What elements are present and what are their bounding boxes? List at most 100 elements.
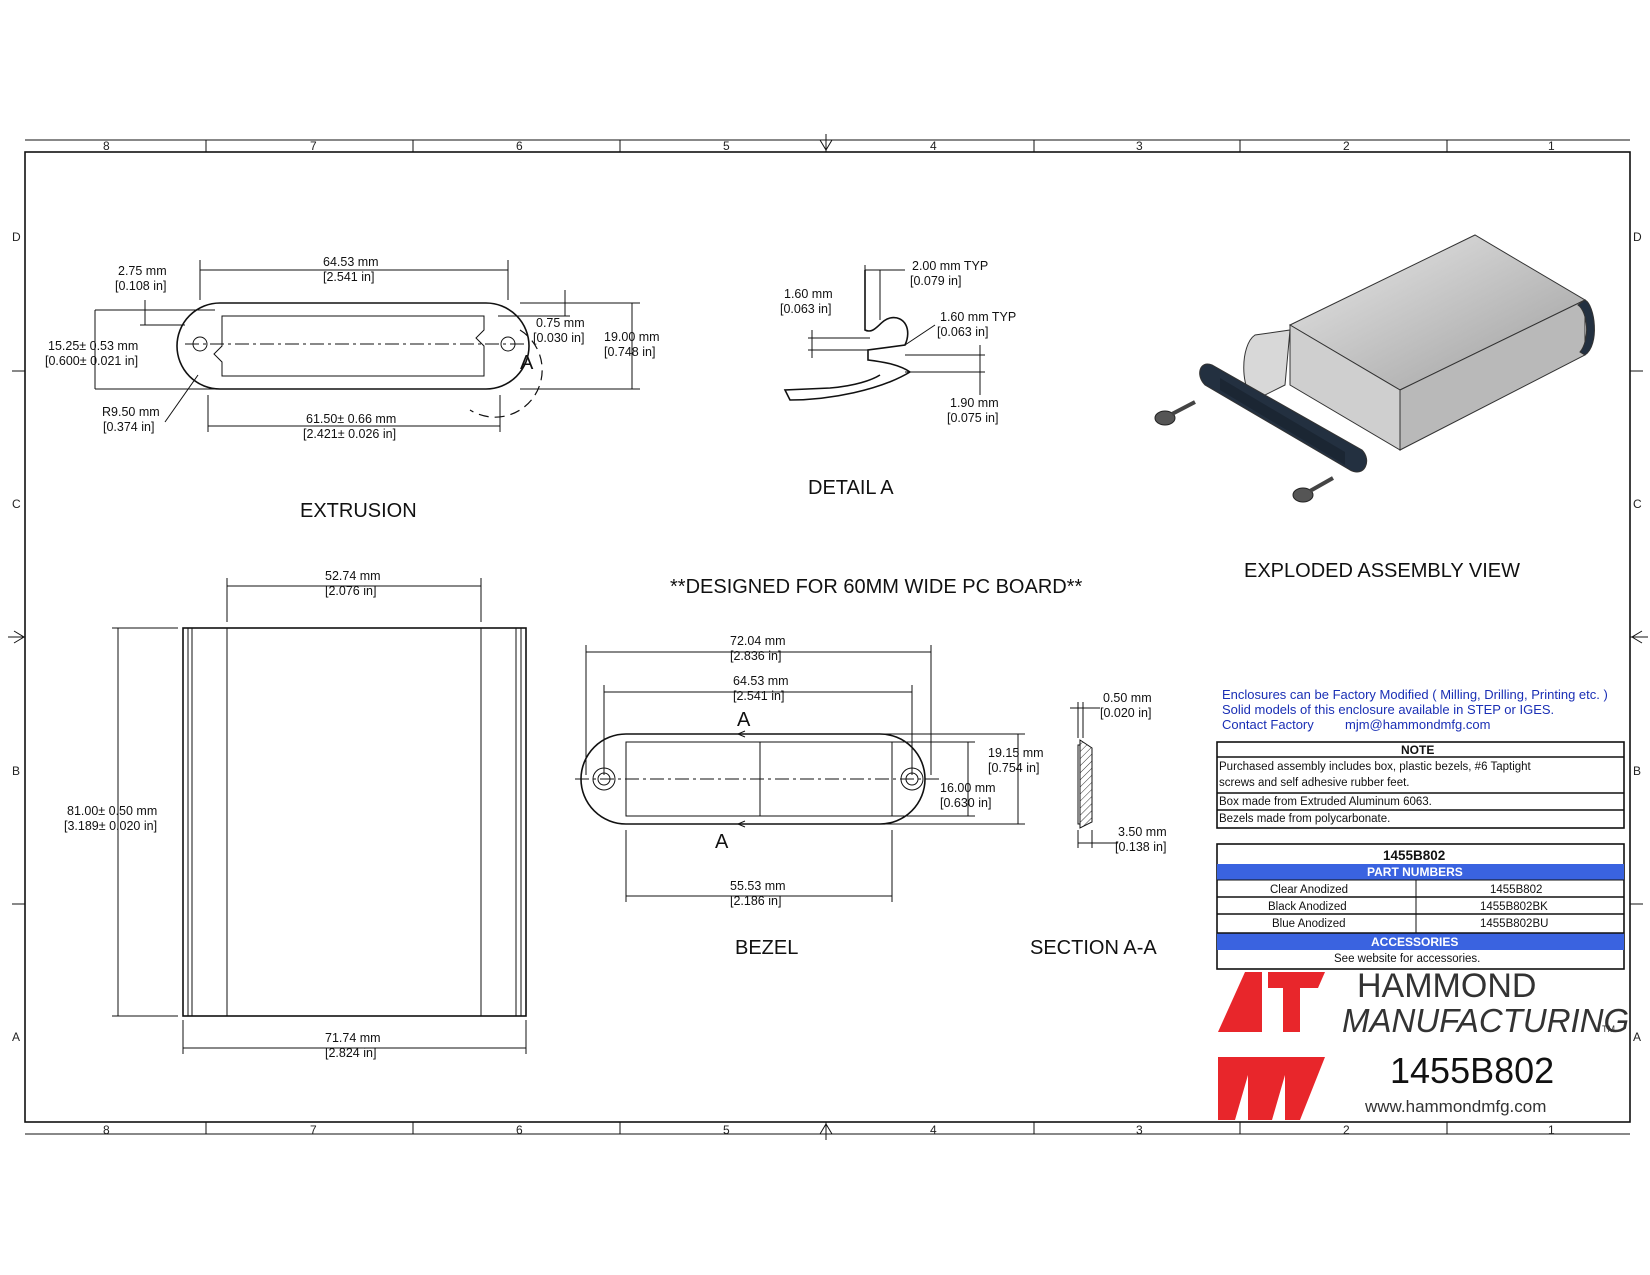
info-block: Enclosures can be Factory Modified ( Mil… bbox=[1222, 687, 1608, 732]
parts-row-3-part: 1455B802BU bbox=[1480, 918, 1548, 930]
bezel-bottom-in: [2.186 in] bbox=[730, 894, 781, 908]
detail-a-d1-in: [0.079 in] bbox=[910, 274, 961, 288]
detail-a-title: DETAIL A bbox=[808, 477, 894, 499]
bezel-inner-in: [2.541 in] bbox=[733, 689, 784, 703]
extrusion-height-mm: 15.25± 0.53 mm bbox=[48, 339, 138, 353]
part-numbers-bar bbox=[1217, 864, 1624, 880]
zone-row-b: B bbox=[12, 764, 20, 778]
top-view-height-in: [3.189± 0.020 in] bbox=[64, 819, 157, 833]
design-banner: **DESIGNED FOR 60MM WIDE PC BOARD** bbox=[670, 576, 1083, 598]
top-view-height-mm: 81.00± 0.50 mm bbox=[67, 804, 157, 818]
parts-row-2-finish: Black Anodized bbox=[1268, 901, 1347, 913]
info-contact-label: Contact Factory bbox=[1222, 717, 1314, 732]
zone-row-b-right: B bbox=[1633, 764, 1641, 778]
brand-part-number: 1455B802 bbox=[1390, 1050, 1554, 1091]
zone-col-4: 4 bbox=[930, 139, 937, 153]
note-table: NOTE Purchased assembly includes box, pl… bbox=[1216, 741, 1625, 829]
info-contact-email: mjm@hammondmfg.com bbox=[1345, 717, 1490, 732]
bezel-bottom-mm: 55.53 mm bbox=[730, 879, 786, 893]
parts-row-2-part: 1455B802BK bbox=[1480, 901, 1548, 913]
zone-col-5-bottom: 5 bbox=[723, 1123, 730, 1137]
info-modified-text: Enclosures can be Factory Modified ( Mil… bbox=[1222, 687, 1608, 702]
note-row-3: Box made from Extruded Aluminum 6063. bbox=[1219, 796, 1432, 808]
parts-row-1-finish: Clear Anodized bbox=[1270, 884, 1348, 896]
brand-line1: HAMMOND bbox=[1357, 967, 1536, 1005]
zone-col-7-bottom: 7 bbox=[310, 1123, 317, 1137]
zone-col-7: 7 bbox=[310, 139, 317, 153]
bezel-view: A A 72.04 mm [2.836 in] 64.53 mm [2.541 … bbox=[575, 634, 1044, 959]
extrusion-bottom-mm: 61.50± 0.66 mm bbox=[306, 412, 396, 426]
zone-col-3: 3 bbox=[1136, 139, 1143, 153]
extrusion-radius-in: [0.374 in] bbox=[103, 420, 154, 434]
zone-col-6-bottom: 6 bbox=[516, 1123, 523, 1137]
zone-col-6: 6 bbox=[516, 139, 523, 153]
bezel-outer-mm: 72.04 mm bbox=[730, 634, 786, 648]
zone-row-c-right: C bbox=[1633, 497, 1642, 511]
zone-row-d: D bbox=[12, 230, 21, 244]
hammond-logo bbox=[1218, 972, 1325, 1120]
accessories-text: See website for accessories. bbox=[1334, 953, 1480, 965]
accessories-header: ACCESSORIES bbox=[1371, 935, 1458, 949]
sheet-border bbox=[8, 134, 1648, 1140]
extrusion-slot-mm: 0.75 mm bbox=[536, 316, 585, 330]
detail-a-d4-mm: 1.90 mm bbox=[950, 396, 999, 410]
extrusion-bottom-in: [2.421± 0.026 in] bbox=[303, 427, 396, 441]
bezel-section-marker-top: A bbox=[737, 709, 751, 731]
note-row-2: screws and self adhesive rubber feet. bbox=[1219, 777, 1410, 789]
zone-col-3-bottom: 3 bbox=[1136, 1123, 1143, 1137]
detail-a-d2-mm: 1.60 mm bbox=[784, 287, 833, 301]
parts-title: 1455B802 bbox=[1383, 848, 1445, 863]
extrusion-corner-mm: 2.75 mm bbox=[118, 264, 167, 278]
zone-col-8: 8 bbox=[103, 139, 110, 153]
section-aa-depth-mm: 3.50 mm bbox=[1118, 825, 1167, 839]
extrusion-height-in: [0.600± 0.021 in] bbox=[45, 354, 138, 368]
brand-line2: MANUFACTURING bbox=[1342, 1002, 1629, 1039]
bezel-outer-in: [2.836 in] bbox=[730, 649, 781, 663]
info-solid-models-text: Solid models of this enclosure available… bbox=[1222, 702, 1554, 717]
extrusion-corner-in: [0.108 in] bbox=[115, 279, 166, 293]
zone-col-4-bottom: 4 bbox=[930, 1123, 937, 1137]
bezel-section-marker-bottom: A bbox=[715, 831, 729, 853]
detail-a-d4-in: [0.075 in] bbox=[947, 411, 998, 425]
exploded-assembly-view: EXPLODED ASSEMBLY VIEW bbox=[1154, 234, 1595, 582]
section-aa-thickness-mm: 0.50 mm bbox=[1103, 691, 1152, 705]
detail-a-d3-in: [0.063 in] bbox=[937, 325, 988, 339]
extrusion-title: EXTRUSION bbox=[300, 500, 417, 522]
detail-a-d3-mm: 1.60 mm TYP bbox=[940, 310, 1016, 324]
top-view-bottom-width-in: [2.824 in] bbox=[325, 1046, 376, 1060]
note-row-4: Bezels made from polycarbonate. bbox=[1219, 813, 1390, 825]
section-aa-title: SECTION A-A bbox=[1030, 937, 1157, 959]
detail-a-view: 2.00 mm TYP [0.079 in] 1.60 mm [0.063 in… bbox=[780, 259, 1016, 499]
zone-col-5: 5 bbox=[723, 139, 730, 153]
part-numbers-header: PART NUMBERS bbox=[1367, 865, 1463, 879]
top-view: 52.74 mm [2.076 in] 81.00± 0.50 mm [3.18… bbox=[64, 569, 527, 1060]
bezel-height-mm: 19.15 mm bbox=[988, 746, 1044, 760]
extrusion-detail-marker: A bbox=[520, 352, 534, 374]
brand-trademark: TM bbox=[1602, 1024, 1615, 1034]
zone-col-1-bottom: 1 bbox=[1548, 1123, 1555, 1137]
extrusion-top-width-mm: 64.53 mm bbox=[323, 255, 379, 269]
bezel-height-in: [0.754 in] bbox=[988, 761, 1039, 775]
bezel-inner-height-mm: 16.00 mm bbox=[940, 781, 996, 795]
parts-table: 1455B802 PART NUMBERS Clear Anodized 145… bbox=[1216, 843, 1625, 970]
zone-col-2: 2 bbox=[1343, 139, 1350, 153]
exploded-view-title: EXPLODED ASSEMBLY VIEW bbox=[1244, 560, 1520, 582]
accessories-bar bbox=[1217, 933, 1624, 950]
zone-col-8-bottom: 8 bbox=[103, 1123, 110, 1137]
top-view-width-in: [2.076 in] bbox=[325, 584, 376, 598]
detail-a-d2-in: [0.063 in] bbox=[780, 302, 831, 316]
zone-row-c: C bbox=[12, 497, 21, 511]
top-view-width-mm: 52.74 mm bbox=[325, 569, 381, 583]
zone-col-1: 1 bbox=[1548, 139, 1555, 153]
zone-labels: 8 7 6 5 4 3 2 1 8 7 6 5 4 3 2 1 D C B A … bbox=[12, 139, 1642, 1137]
zone-row-a: A bbox=[12, 1030, 20, 1044]
extrusion-view: A 64.53 mm [2.541 in] 2.75 mm [0.108 in]… bbox=[45, 255, 660, 522]
extrusion-radius-mm: R9.50 mm bbox=[102, 405, 160, 419]
top-view-bottom-width-mm: 71.74 mm bbox=[325, 1031, 381, 1045]
detail-a-d1-mm: 2.00 mm TYP bbox=[912, 259, 988, 273]
zone-col-2-bottom: 2 bbox=[1343, 1123, 1350, 1137]
extrusion-outer-height-in: [0.748 in] bbox=[604, 345, 655, 359]
bezel-inner-mm: 64.53 mm bbox=[733, 674, 789, 688]
bezel-title: BEZEL bbox=[735, 937, 798, 959]
